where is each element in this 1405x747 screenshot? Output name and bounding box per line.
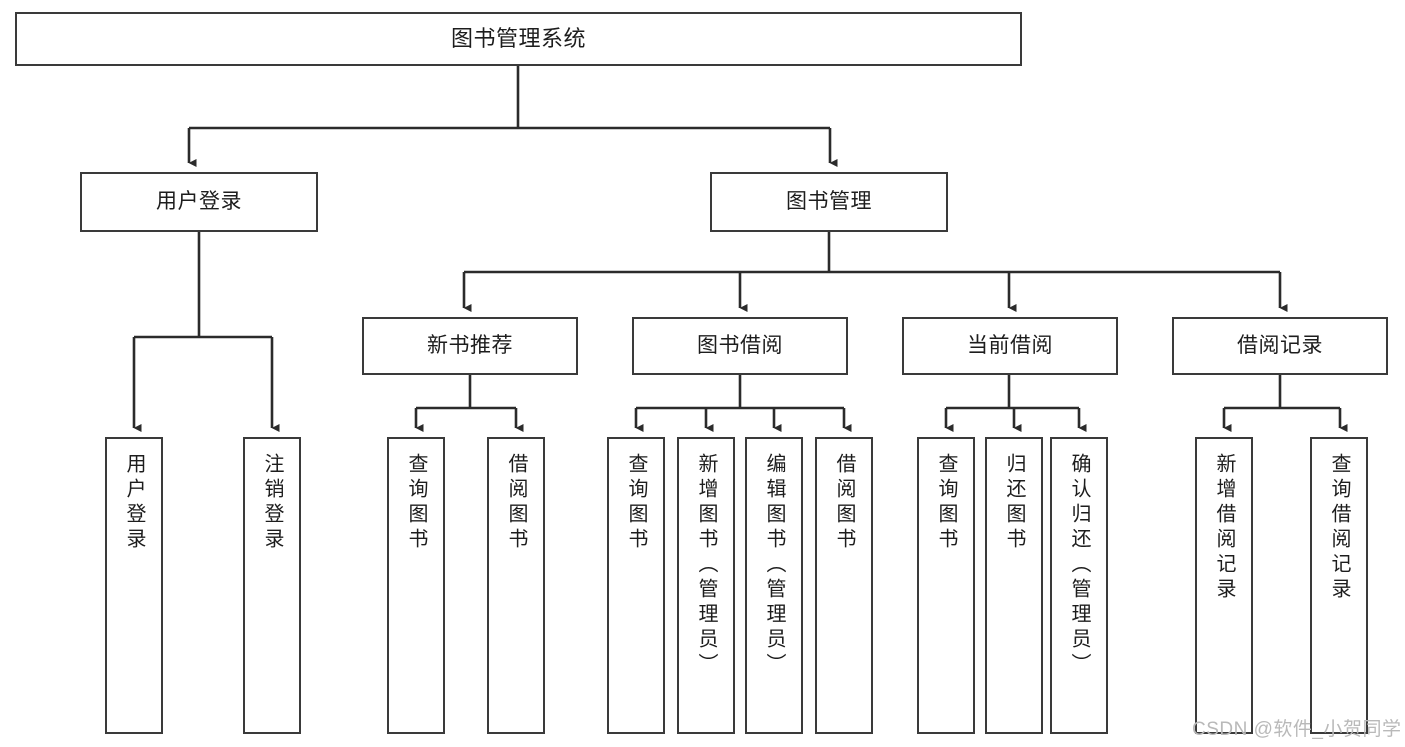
- node-new-book-recommend[interactable]: 新书推荐: [362, 317, 578, 375]
- node-leaf-logout[interactable]: 注销登录: [243, 437, 301, 734]
- node-leaf-logout-label: 注销登录: [261, 453, 283, 553]
- node-leaf-edit-book-admin-label: 编辑图书（管理员）: [763, 453, 785, 678]
- node-book-borrow[interactable]: 图书借阅: [632, 317, 848, 375]
- node-user-login[interactable]: 用户登录: [80, 172, 318, 232]
- node-leaf-borrow-book-rec[interactable]: 借阅图书: [487, 437, 545, 734]
- node-leaf-borrow-book-bb-label: 借阅图书: [833, 453, 855, 553]
- node-root-label: 图书管理系统: [450, 26, 586, 52]
- node-current-borrow[interactable]: 当前借阅: [902, 317, 1118, 375]
- node-leaf-query-book-rec-label: 查询图书: [405, 453, 427, 553]
- node-book-management-label: 图书管理: [786, 189, 872, 213]
- node-leaf-return-book[interactable]: 归还图书: [985, 437, 1043, 734]
- node-root[interactable]: 图书管理系统: [15, 12, 1022, 66]
- node-borrow-record[interactable]: 借阅记录: [1172, 317, 1388, 375]
- node-leaf-query-borrow-record-label: 查询借阅记录: [1328, 453, 1350, 603]
- node-leaf-query-book-rec[interactable]: 查询图书: [387, 437, 445, 734]
- node-leaf-confirm-return-admin-label: 确认归还（管理员）: [1068, 453, 1090, 678]
- csdn-watermark: CSDN @软件_小贺同学: [1192, 719, 1402, 740]
- node-leaf-query-book-cb[interactable]: 查询图书: [917, 437, 975, 734]
- node-leaf-user-login-label: 用户登录: [123, 453, 145, 553]
- node-borrow-record-label: 借阅记录: [1237, 333, 1323, 357]
- node-leaf-query-book-bb[interactable]: 查询图书: [607, 437, 665, 734]
- node-leaf-user-login[interactable]: 用户登录: [105, 437, 163, 734]
- node-leaf-query-book-bb-label: 查询图书: [625, 453, 647, 553]
- node-book-management[interactable]: 图书管理: [710, 172, 948, 232]
- node-leaf-add-book-admin-label: 新增图书（管理员）: [695, 453, 717, 678]
- node-leaf-confirm-return-admin[interactable]: 确认归还（管理员）: [1050, 437, 1108, 734]
- node-current-borrow-label: 当前借阅: [967, 333, 1053, 357]
- node-leaf-add-borrow-record-label: 新增借阅记录: [1213, 453, 1235, 603]
- node-leaf-query-book-cb-label: 查询图书: [935, 453, 957, 553]
- node-new-book-recommend-label: 新书推荐: [427, 333, 513, 357]
- node-leaf-query-borrow-record[interactable]: 查询借阅记录: [1310, 437, 1368, 734]
- node-leaf-return-book-label: 归还图书: [1003, 453, 1025, 553]
- node-leaf-edit-book-admin[interactable]: 编辑图书（管理员）: [745, 437, 803, 734]
- node-book-borrow-label: 图书借阅: [697, 333, 783, 357]
- node-leaf-add-book-admin[interactable]: 新增图书（管理员）: [677, 437, 735, 734]
- node-leaf-add-borrow-record[interactable]: 新增借阅记录: [1195, 437, 1253, 734]
- node-leaf-borrow-book-bb[interactable]: 借阅图书: [815, 437, 873, 734]
- node-leaf-borrow-book-rec-label: 借阅图书: [505, 453, 527, 553]
- node-user-login-label: 用户登录: [156, 189, 242, 213]
